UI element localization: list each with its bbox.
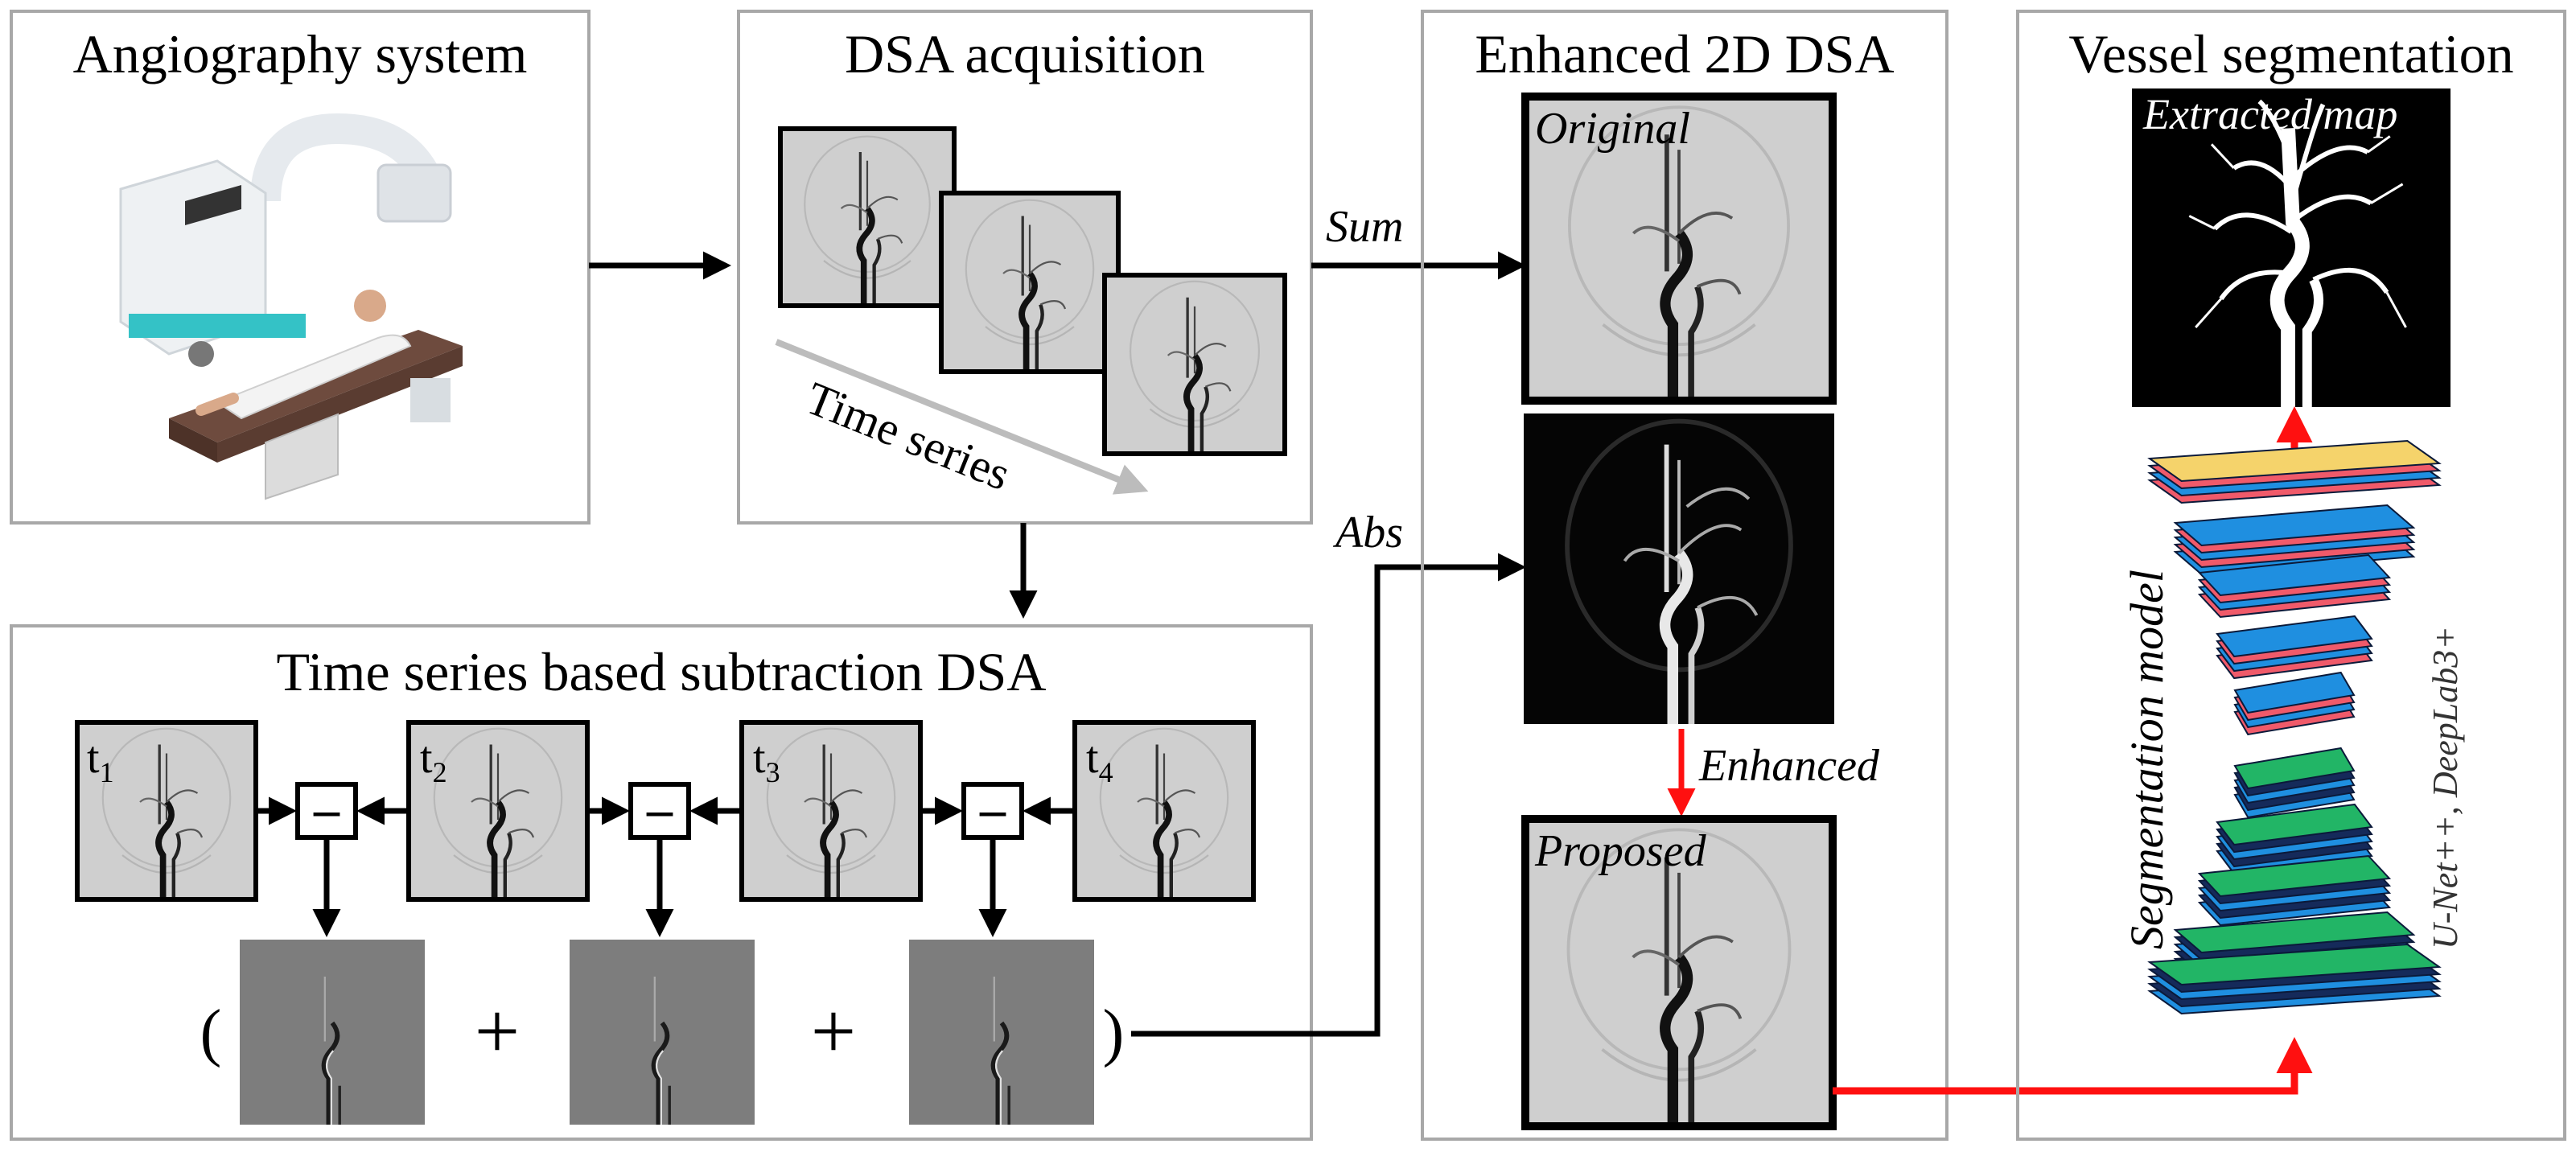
difference-image-2	[570, 940, 755, 1125]
frame-label-t4: t	[1086, 733, 1099, 783]
open-paren: (	[200, 998, 222, 1068]
difference-image-3	[909, 940, 1094, 1125]
time-series-arrow	[775, 339, 1149, 495]
frame-sub-t1: 1	[100, 756, 114, 788]
minus-box-3: –	[961, 780, 1024, 840]
frame-sub-t4: 4	[1099, 756, 1113, 788]
svg-text:t1: t1	[87, 733, 114, 788]
plus-symbol-2: +	[811, 986, 856, 1076]
model-names-label: U-Net++, DeepLab3+	[2426, 626, 2465, 949]
frame-label-t2: t	[420, 733, 433, 783]
subtraction-frame-t1: t1	[75, 720, 258, 902]
plus-symbol-1: +	[475, 986, 520, 1076]
time-series-label: Time series	[799, 372, 1018, 500]
model-layer-4-0	[2233, 671, 2356, 714]
original-label: Original	[1535, 104, 1690, 154]
subtraction-arrows	[256, 796, 1075, 937]
enhanced-arrow-label: Enhanced	[1698, 741, 1880, 791]
difference-image-1	[240, 940, 425, 1125]
frame-sub-t3: 3	[766, 756, 780, 788]
segmentation-model-layers	[2147, 439, 2442, 1015]
model-layer-8-0	[2173, 911, 2416, 954]
panel-segmentation: Vessel segmentation Extracted map Segmen…	[2016, 10, 2566, 1141]
panel-angiography: Angiography system	[10, 10, 591, 525]
close-paren: )	[1103, 998, 1125, 1068]
segmentation-model-label: Segmentation model	[2121, 570, 2173, 949]
acquisition-title: DSA acquisition	[845, 23, 1205, 84]
panel-enhanced: Enhanced 2D DSA Original Enhanced Propos…	[1421, 10, 1948, 1141]
model-layer-9-0	[2147, 943, 2442, 986]
acquisition-frame-2	[939, 191, 1121, 374]
model-layer-7-0	[2197, 854, 2392, 898]
svg-text:t4: t4	[1086, 733, 1113, 788]
abs-label: Abs	[1332, 508, 1403, 557]
segmentation-title: Vessel segmentation	[2068, 23, 2513, 84]
sum-label: Sum	[1326, 202, 1403, 252]
subtraction-frame-t3: t3	[739, 720, 923, 902]
frame-sub-t2: 2	[433, 756, 447, 788]
abs-enhanced-image	[1524, 413, 1834, 724]
minus-symbol-1: –	[313, 780, 340, 837]
model-layer-5-0	[2233, 747, 2356, 790]
proposed-image: Proposed	[1521, 815, 1837, 1130]
enhanced-title: Enhanced 2D DSA	[1475, 23, 1894, 84]
model-layer-1-0	[2173, 504, 2416, 547]
frame-label-t3: t	[753, 733, 766, 783]
proposed-label: Proposed	[1534, 826, 1707, 876]
original-image: Original	[1521, 93, 1837, 405]
subtraction-frame-t4: t4	[1072, 720, 1256, 902]
panel-subtraction: Time series based subtraction DSA t1 t2 …	[10, 624, 1313, 1141]
subtraction-title: Time series based subtraction DSA	[277, 641, 1047, 702]
angiography-title: Angiography system	[73, 23, 528, 84]
model-layer-6-0	[2216, 803, 2373, 846]
minus-symbol-2: –	[646, 780, 673, 837]
model-layer-3-0	[2216, 615, 2373, 658]
arrow-abs	[1131, 553, 1526, 1037]
extracted-map-label: Extracted map	[2142, 90, 2397, 138]
svg-text:t2: t2	[420, 733, 447, 788]
minus-box-1: –	[295, 780, 358, 840]
subtraction-frame-t2: t2	[406, 720, 590, 902]
angiography-machine-illustration	[119, 113, 463, 500]
frame-label-t1: t	[87, 733, 100, 783]
model-layer-0-0	[2147, 439, 2442, 483]
arrow-proposed-to-model	[1833, 1037, 2313, 1095]
svg-text:t3: t3	[753, 733, 780, 788]
minus-symbol-3: –	[979, 780, 1006, 837]
model-layer-2-0	[2197, 553, 2392, 597]
acquisition-frame-3	[1102, 273, 1287, 456]
acquisition-frame-1	[778, 126, 957, 308]
panel-acquisition: DSA acquisition Time series	[737, 10, 1313, 525]
extracted-map-image: Extracted map	[2132, 88, 2450, 407]
minus-box-2: –	[628, 780, 691, 840]
